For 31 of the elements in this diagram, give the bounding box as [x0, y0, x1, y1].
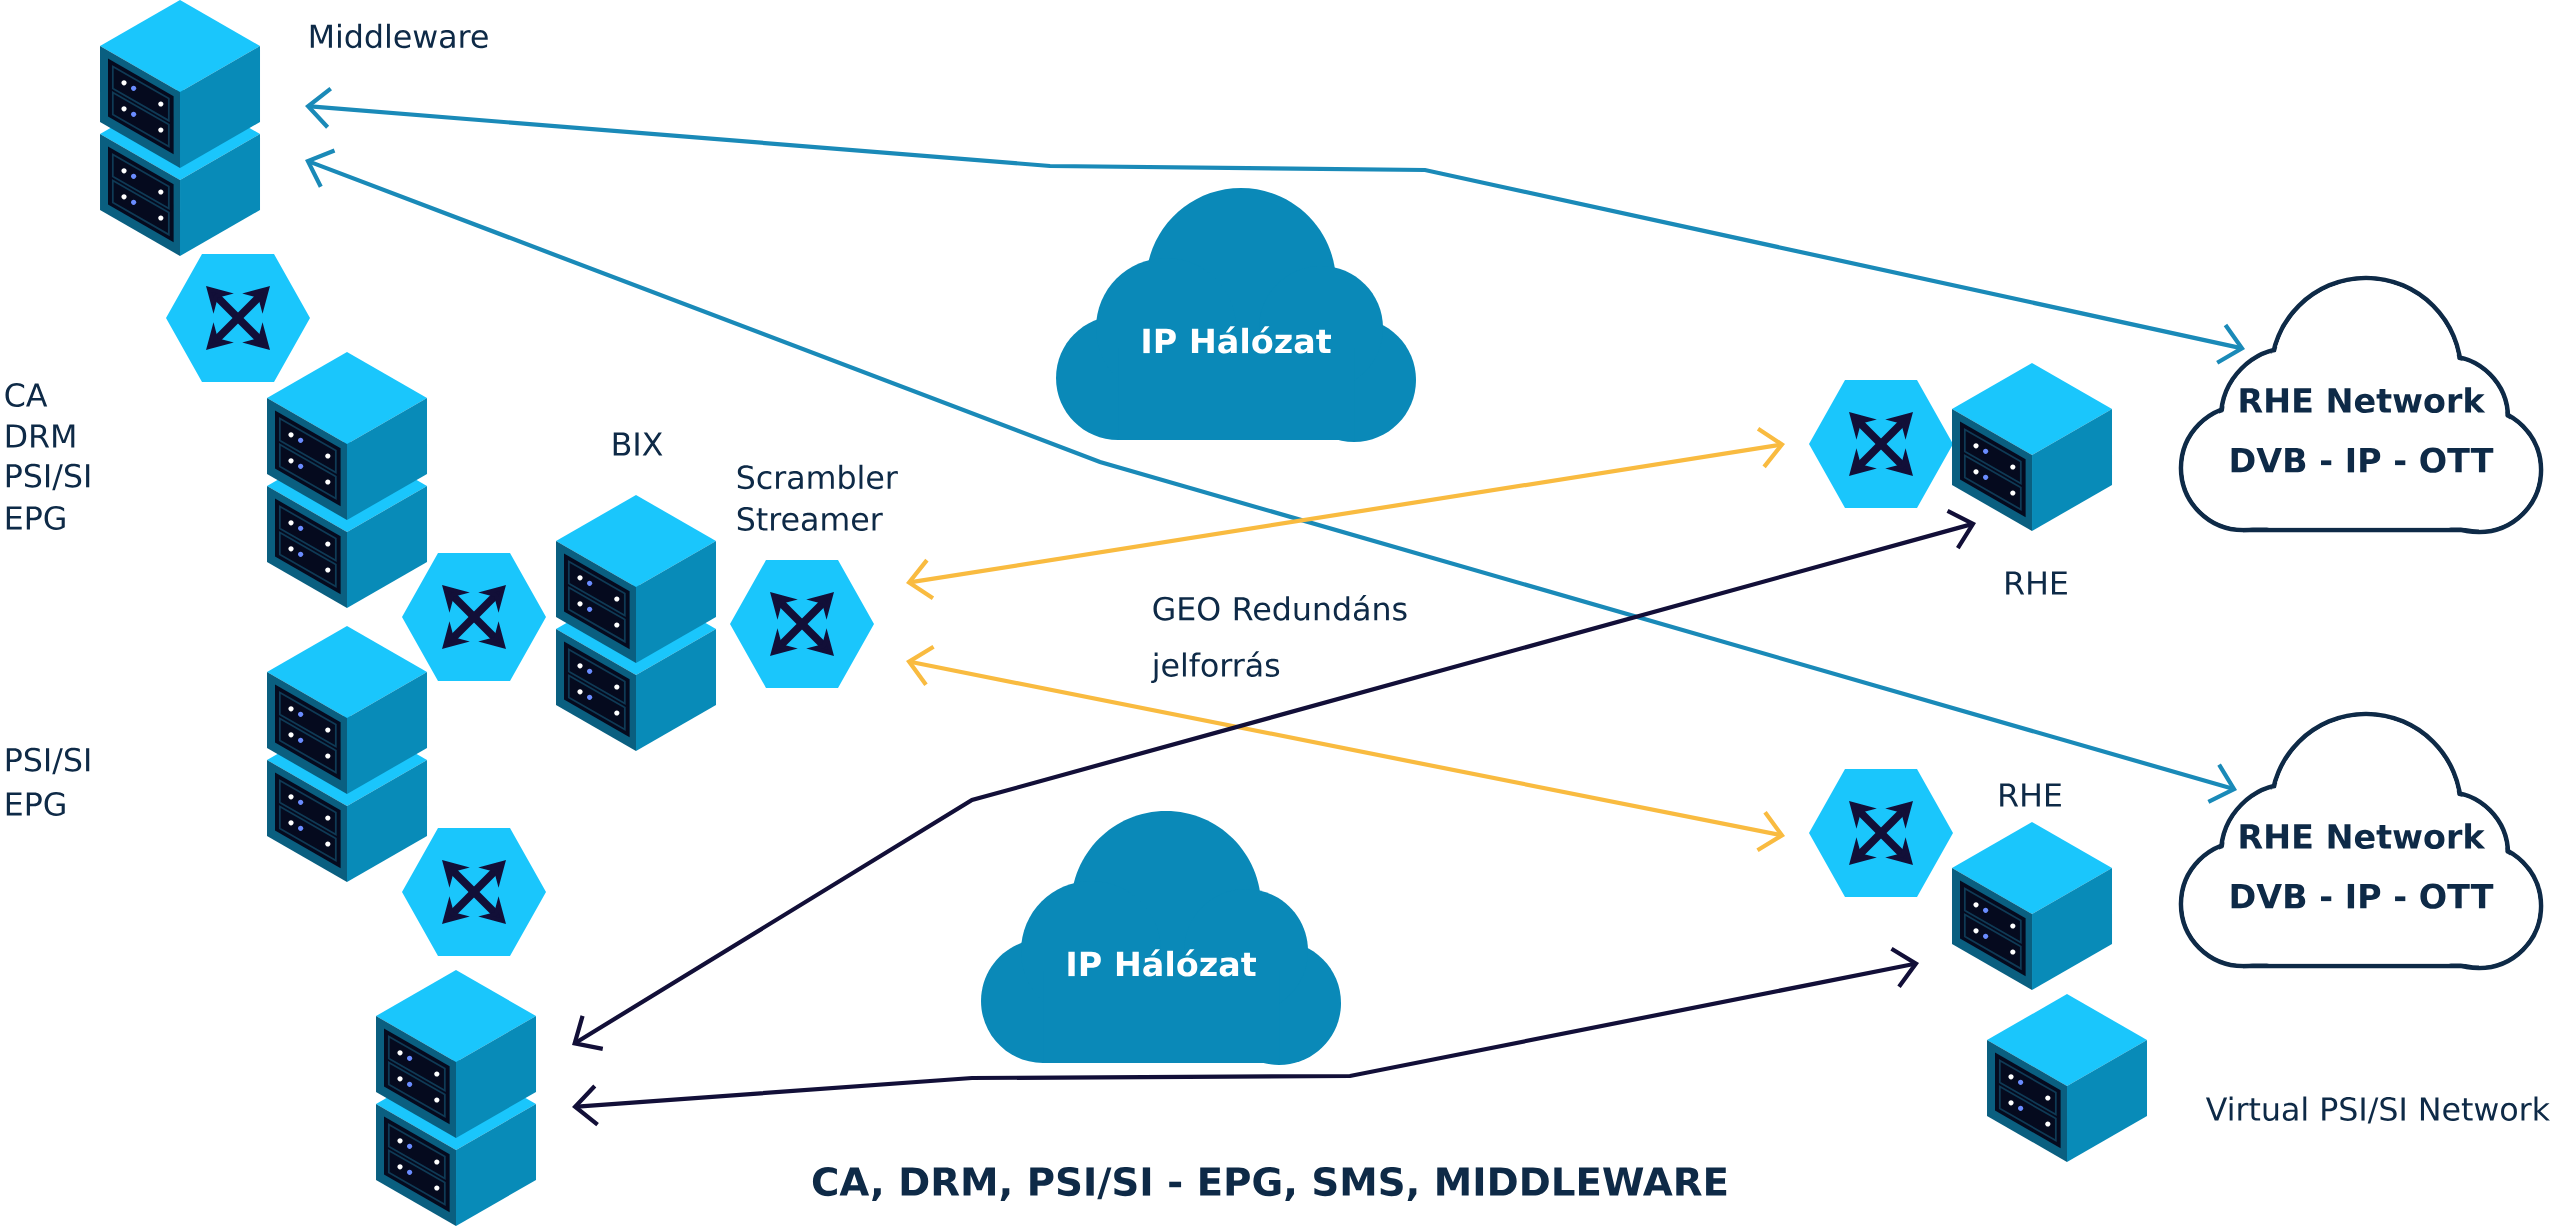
arrow [305, 148, 2238, 804]
network-cloud: IP Hálózat [1056, 188, 1416, 442]
node-label: PSI/SI [6, 747, 90, 775]
switch-icon [402, 828, 546, 956]
node-label: Streamer [737, 507, 883, 531]
node-label: BIX [613, 432, 663, 456]
node-label: RHE [2000, 783, 2061, 807]
node-label: PSI/SI [6, 463, 90, 491]
node-label: EPG [6, 792, 65, 816]
node-label: DRM [6, 424, 75, 448]
cloud-outline: RHE Network DVB - IP - OTT [2178, 275, 2544, 535]
caption: CA, DRM, PSI/SI - EPG, SMS, MIDDLEWARE [812, 1166, 1727, 1202]
server-icon [376, 970, 536, 1226]
network-cloud: IP Hálózat [981, 811, 1341, 1065]
cloud-outline: RHE Network DVB - IP - OTT [2178, 711, 2544, 971]
note-label: GEO Redundáns jelforrás [1151, 594, 1407, 684]
switch-icon [166, 254, 310, 382]
arrow [906, 426, 1785, 601]
node-label: CA [5, 383, 48, 407]
node-label: Middleware [310, 23, 488, 49]
switch-icon [1809, 769, 1953, 897]
arrow [572, 508, 1977, 1051]
node-label: Scrambler [737, 464, 898, 490]
switch-icon [1809, 380, 1953, 508]
node-label: Virtual PSI/SI Network [2205, 1096, 2550, 1124]
node-label: EPG [6, 506, 65, 530]
node-label: RHE [2006, 571, 2067, 595]
arrow [305, 87, 2245, 365]
arrow [572, 946, 1919, 1127]
switch-icon [402, 553, 546, 681]
arrow [906, 644, 1786, 853]
